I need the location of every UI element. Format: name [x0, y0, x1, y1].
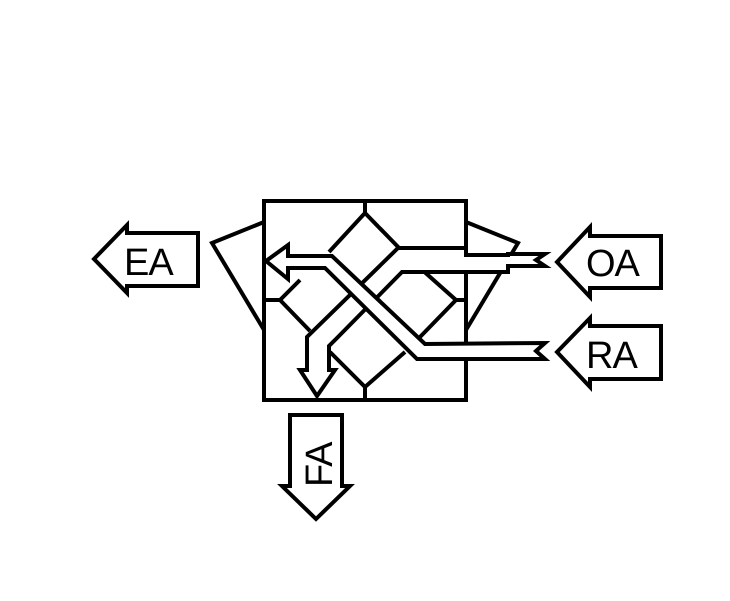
- ra-label: RA: [586, 335, 638, 377]
- ra-arrow: [554, 313, 663, 393]
- fa-label: FA: [299, 441, 341, 487]
- oa-arrow: [554, 221, 663, 303]
- oa-label: OA: [586, 243, 641, 285]
- ea-arrow: [91, 220, 200, 298]
- left-hood: [209, 220, 266, 332]
- ea-label: EA: [124, 242, 174, 284]
- fa-arrow: [277, 413, 355, 522]
- flow-path-return-to-exhaust: [262, 241, 551, 361]
- right-hood: [464, 220, 521, 332]
- exchanger-core-grid: [264, 201, 466, 400]
